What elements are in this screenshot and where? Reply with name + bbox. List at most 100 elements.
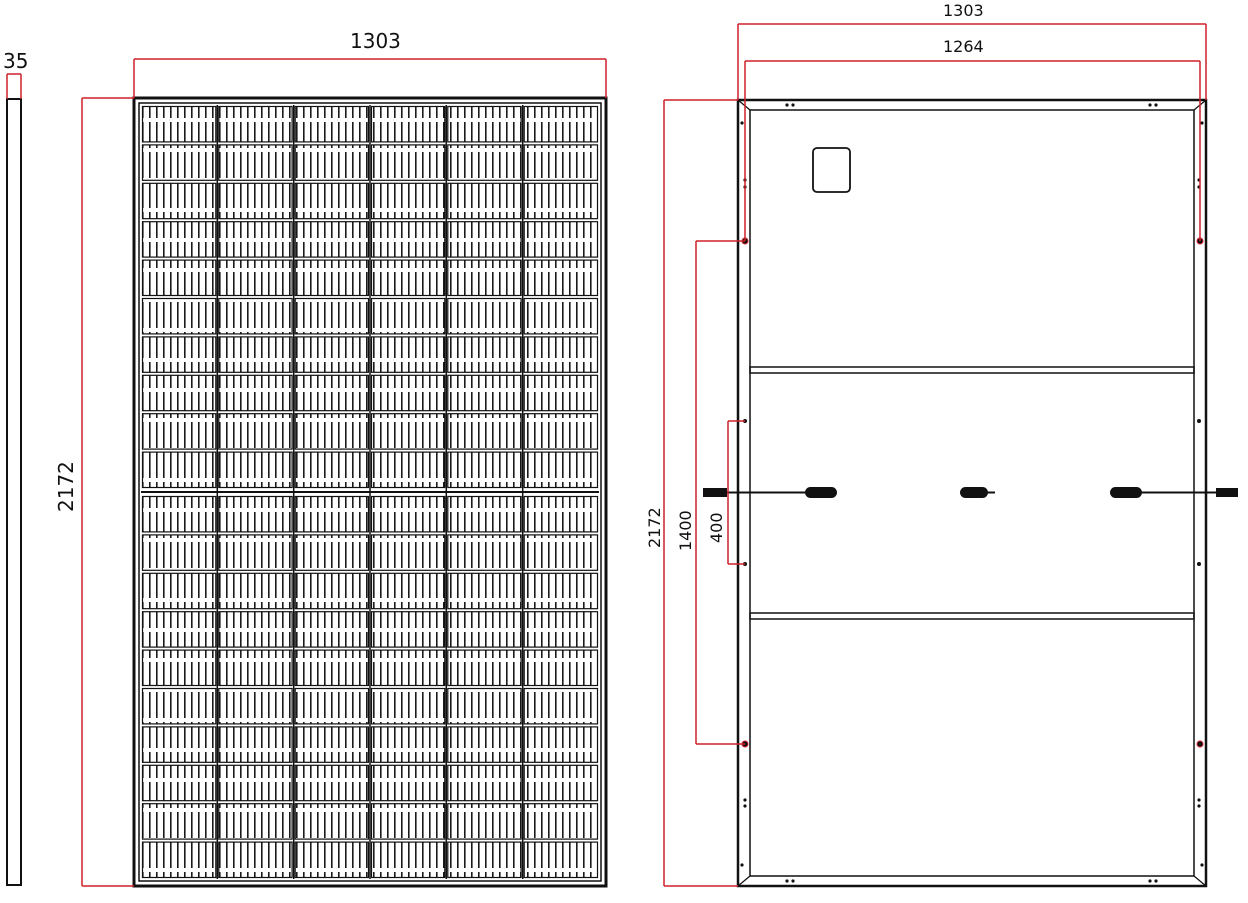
solar-cell [294,841,370,879]
solar-cell [447,259,522,297]
solar-cell [447,182,522,220]
cable-assembly [703,487,1238,498]
solar-cell [370,144,446,181]
solar-cell [370,336,446,373]
solar-cell [523,297,599,335]
solar-cell [141,649,217,687]
connector-left [703,488,727,497]
solar-cell [370,374,446,412]
solar-cell [141,687,217,725]
drain-hole [1197,798,1201,802]
solar-cell [294,336,370,373]
solar-cell [218,182,293,220]
front-view: 1303 2172 [54,29,608,888]
solar-cell [218,374,293,412]
solar-cell [294,495,370,533]
solar-cell [141,611,217,648]
drain-hole [785,103,789,107]
solar-cell [447,451,522,489]
drain-hole [1154,103,1158,107]
solar-cell [294,451,370,489]
solar-cell [447,611,522,648]
solar-cell [294,297,370,335]
solar-cell [523,572,599,610]
drain-hole [791,103,795,107]
solar-cell [294,534,370,571]
drain-hole [1200,863,1204,867]
solar-cell [523,336,599,373]
solar-cell [447,105,522,143]
solar-cell [294,649,370,687]
solar-cell [294,764,370,802]
solar-cell [218,259,293,297]
solar-cell [141,297,217,335]
front-cell-grid [141,105,599,879]
front-frame-outer [132,96,608,888]
solar-cell [447,221,522,258]
rear-frame-corner-br [1193,875,1207,887]
solar-cell [523,105,599,143]
solar-cell [218,572,293,610]
solar-cell [370,105,446,143]
drain-hole [1197,804,1201,808]
drain-hole [1200,121,1204,125]
solar-cell [218,413,293,450]
solar-cell [523,803,599,840]
solar-cell [523,649,599,687]
drain-hole [1148,879,1152,883]
solar-cell [370,534,446,571]
solar-cell [141,374,217,412]
drain-hole [743,798,747,802]
solar-cell [523,413,599,450]
side-thickness-label: 35 [3,49,28,73]
solar-cell [294,144,370,181]
rear-outer-width-label: 1303 [943,1,984,20]
solar-cell [370,182,446,220]
solar-cell [218,495,293,533]
solar-cell [218,221,293,258]
junction-box-right [1110,487,1142,498]
rear-height-label: 2172 [645,507,664,548]
solar-cell [294,259,370,297]
solar-cell [370,451,446,489]
solar-cell [523,259,599,297]
solar-cell [447,336,522,373]
solar-cell [218,451,293,489]
solar-cell [523,687,599,725]
solar-cell [218,687,293,725]
solar-cell [370,764,446,802]
solar-cell [294,182,370,220]
solar-cell [218,534,293,571]
solar-cell [294,803,370,840]
solar-cell [370,259,446,297]
solar-cell [370,649,446,687]
solar-cell [141,726,217,763]
solar-cell [523,221,599,258]
solar-cell [370,726,446,763]
solar-cell [447,726,522,763]
solar-cell [141,495,217,533]
solar-cell [141,803,217,840]
junction-box-left [805,487,837,498]
solar-cell [370,687,446,725]
solar-cell [218,297,293,335]
solar-cell [523,726,599,763]
solar-cell [447,413,522,450]
mounting-pitch-label: 1400 [676,510,695,551]
rear-frame-corner-bl [737,875,751,887]
solar-cell [218,764,293,802]
solar-cell [370,495,446,533]
solar-cell [294,413,370,450]
solar-cell [218,841,293,879]
solar-cell [447,803,522,840]
solar-cell [447,649,522,687]
solar-cell [218,649,293,687]
solar-cell [370,413,446,450]
side-view: 35 [3,49,28,886]
solar-cell [218,144,293,181]
rear-support-bar-upper [749,366,1195,374]
solar-cell [294,374,370,412]
solar-cell [141,182,217,220]
front-height-label: 2172 [54,461,78,512]
